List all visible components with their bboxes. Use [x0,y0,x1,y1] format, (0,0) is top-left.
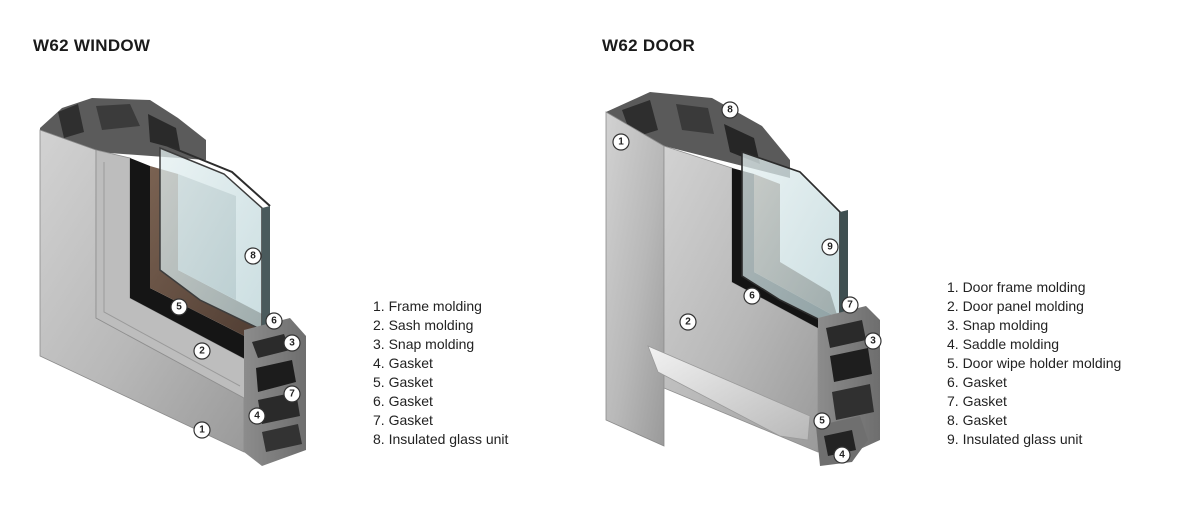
door-legend-item: 4. Saddle molding [947,336,1060,352]
door-legend-item: 3. Snap molding [947,317,1049,333]
door-legend-item: 2. Door panel molding [947,298,1084,314]
door-callout-8: 8 [721,101,739,119]
door-saddle [647,345,811,441]
svg-text:1: 1 [199,425,205,436]
window-legend-item: 2. Sash molding [373,317,474,333]
svg-text:2: 2 [685,317,691,328]
svg-text:3: 3 [870,336,876,347]
svg-text:8: 8 [250,251,256,262]
door-legend-item: 1. Door frame molding [947,279,1086,295]
window-callout-8: 8 [244,247,262,265]
door-profile-drawing [605,92,880,466]
door-callout-2: 2 [679,313,697,331]
door-callout-7: 7 [841,296,859,314]
svg-text:4: 4 [839,450,845,461]
window-callout-5: 5 [170,298,188,316]
door-legend-item: 7. Gasket [947,393,1007,409]
svg-text:6: 6 [749,291,755,302]
window-callout-3: 3 [283,334,301,352]
door-callout-6: 6 [743,287,761,305]
svg-text:2: 2 [199,346,205,357]
svg-text:6: 6 [271,316,277,327]
door-callout-1: 1 [612,133,630,151]
window-callout-2: 2 [193,342,211,360]
window-legend-item: 7. Gasket [373,412,433,428]
svg-text:7: 7 [289,389,295,400]
door-callout-4: 4 [833,446,851,464]
window-gasket-border [130,158,272,368]
door-legend-item: 6. Gasket [947,374,1007,390]
svg-text:1: 1 [618,137,624,148]
svg-text:7: 7 [847,300,853,311]
svg-text:5: 5 [819,416,825,427]
window-title: W62 WINDOW [33,36,151,55]
svg-text:9: 9 [827,242,833,253]
door-frame-face [605,111,665,447]
window-legend: 1. Frame molding 2. Sash molding 3. Snap… [373,297,508,449]
door-callout-9: 9 [821,238,839,256]
window-legend-item: 4. Gasket [373,355,433,371]
door-callout-5: 5 [813,412,831,430]
window-legend-item: 3. Snap molding [373,336,475,352]
window-legend-item: 6. Gasket [373,393,433,409]
window-callout-6: 6 [265,312,283,330]
door-legend-item: 5. Door wipe holder molding [947,355,1122,371]
window-callout-7: 7 [283,385,301,403]
door-callout-3: 3 [864,332,882,350]
door-legend-item: 9. Insulated glass unit [947,431,1083,447]
window-profile-drawing [39,98,306,466]
window-legend-item: 8. Insulated glass unit [373,431,509,447]
svg-text:5: 5 [176,302,182,313]
svg-text:8: 8 [727,105,733,116]
window-callout-4: 4 [248,407,266,425]
door-legend: 1. Door frame molding 2. Door panel mold… [947,278,1121,449]
svg-text:3: 3 [289,338,295,349]
door-legend-item: 8. Gasket [947,412,1007,428]
svg-text:4: 4 [254,411,260,422]
door-gasket-border [732,168,838,328]
window-legend-item: 1. Frame molding [373,298,482,314]
door-title: W62 DOOR [602,36,696,55]
window-callout-1: 1 [193,421,211,439]
window-legend-item: 5. Gasket [373,374,433,390]
